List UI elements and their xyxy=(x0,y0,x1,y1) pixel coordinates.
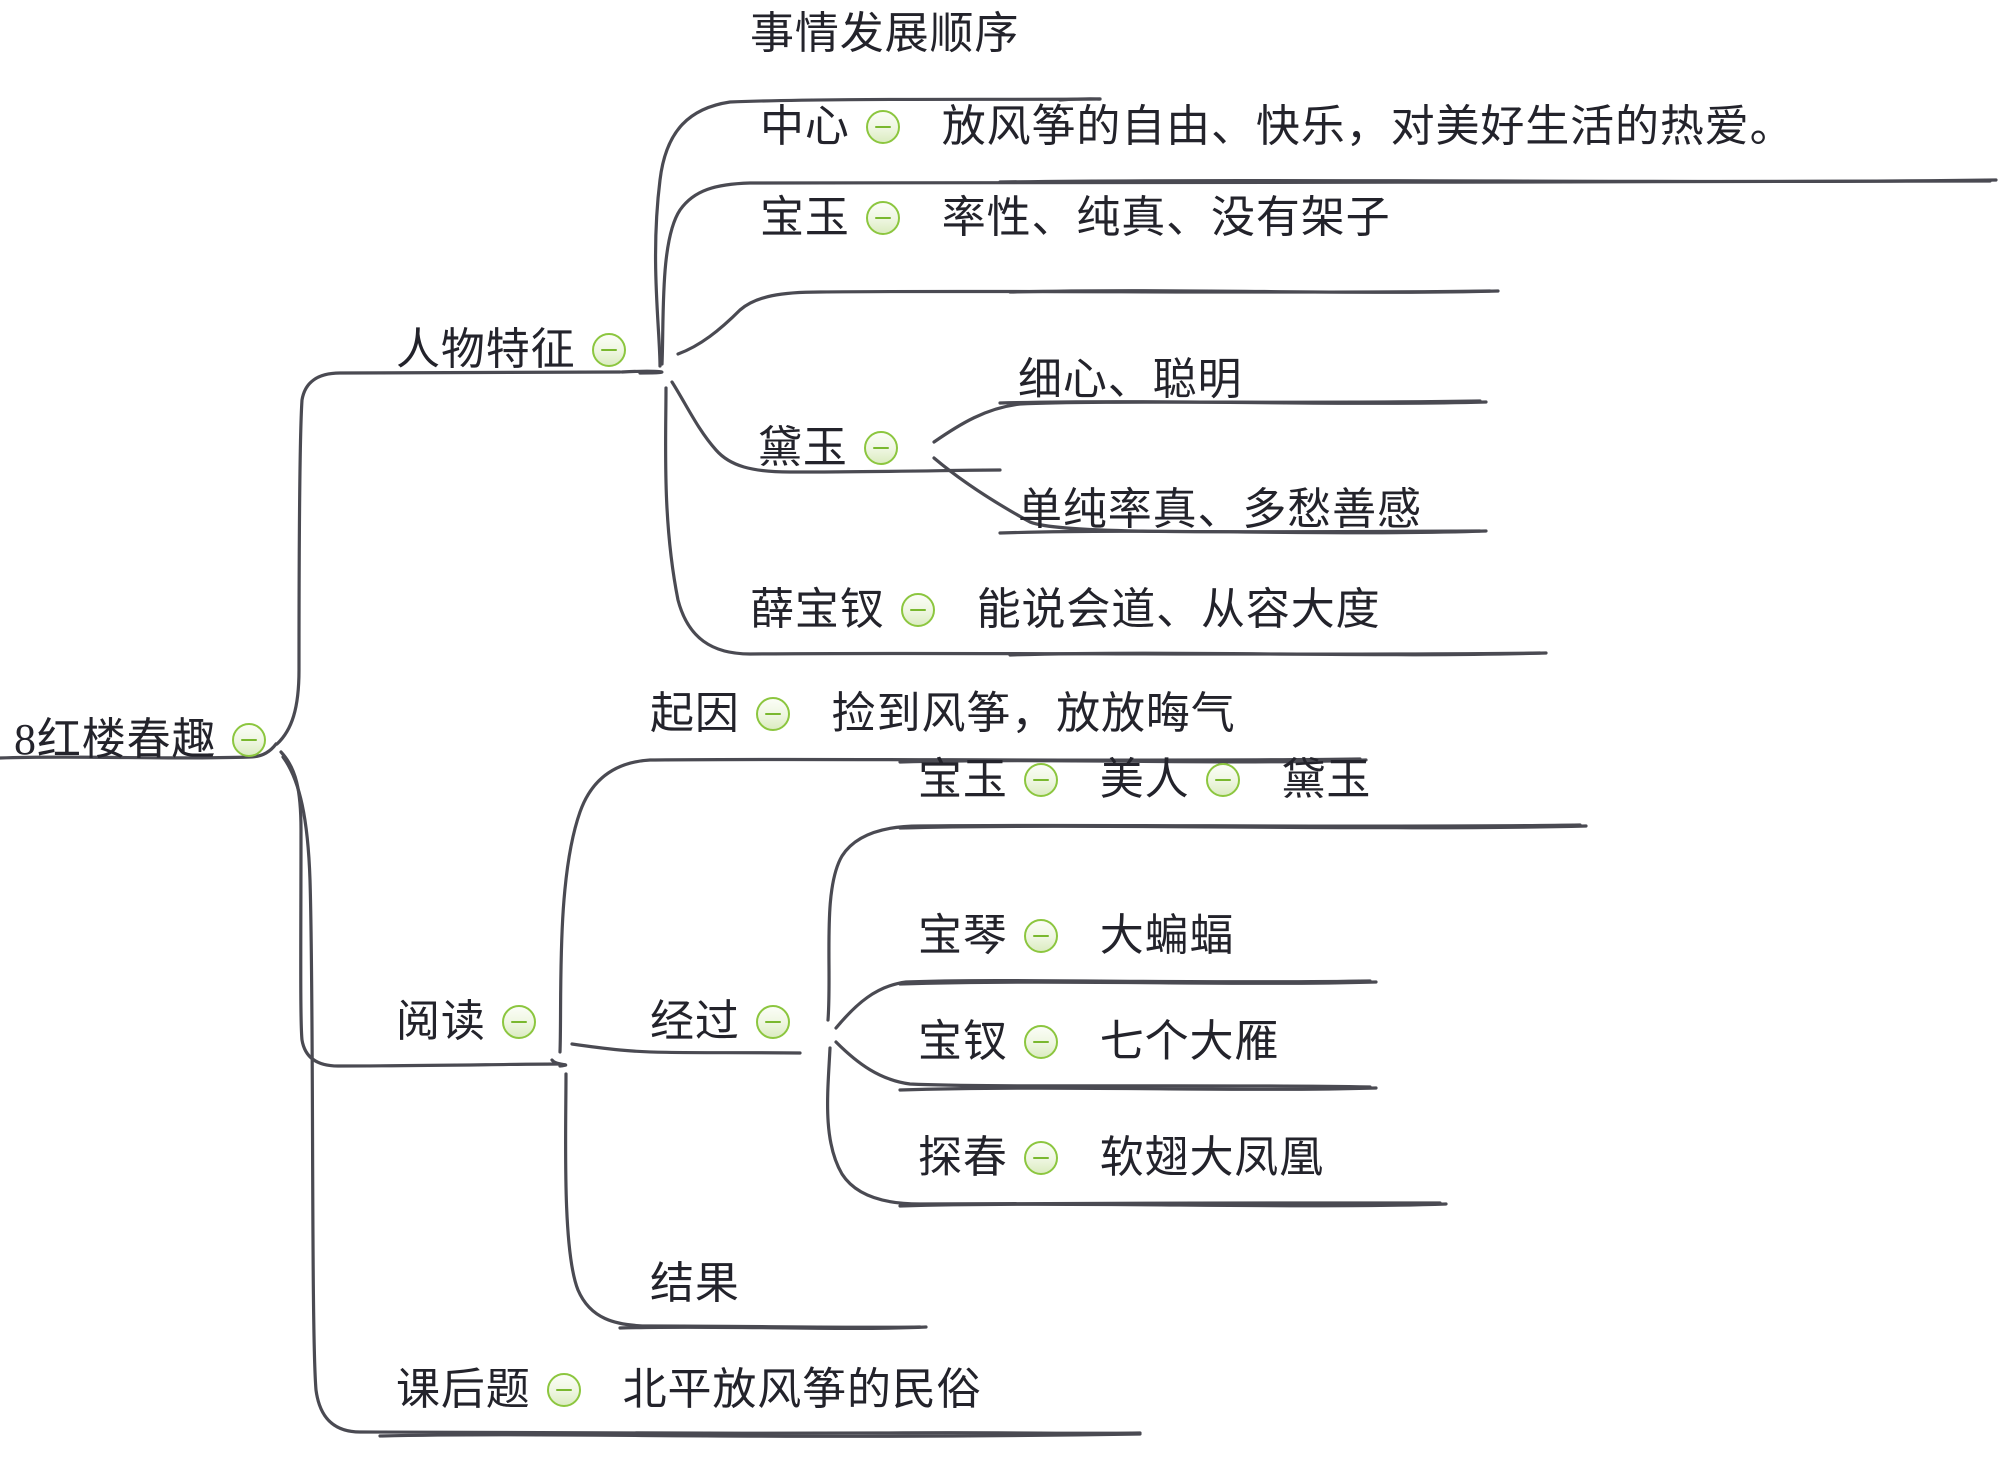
node-daiyu-desc2[interactable]: 单纯率真、多愁善感 xyxy=(1018,488,1422,532)
node-label: 单纯率真、多愁善感 xyxy=(1018,485,1422,534)
node-detail-label: 北平放风筝的民俗 xyxy=(622,1365,982,1414)
node-label: 宝钗 xyxy=(918,1017,1008,1066)
link-root-to-kehouti xyxy=(281,755,1142,1435)
node-label: 阅读 xyxy=(396,997,486,1046)
node-detail-label: 放风筝的自由、快乐，对美好生活的热爱。 xyxy=(941,102,1795,151)
collapse-toggle-icon[interactable] xyxy=(1023,1025,1058,1059)
node-detail-label: 能说会道、从容大度 xyxy=(976,585,1381,634)
collapse-toggle-icon[interactable] xyxy=(863,431,898,465)
node-label: 宝玉 xyxy=(760,193,850,242)
node-jieguo[interactable]: 结果 xyxy=(650,1262,740,1306)
root-label: 8红楼春趣 xyxy=(14,715,217,764)
node-shiqing-fazhan[interactable]: 事情发展顺序 xyxy=(750,12,1019,56)
node-qiyin[interactable]: 起因 捡到风筝，放放晦气 xyxy=(650,692,1236,736)
node-detail-label: 美人 xyxy=(1099,755,1190,804)
node-label: 结果 xyxy=(650,1259,740,1308)
link-kehouti-underline xyxy=(378,1432,1142,1438)
collapse-toggle-icon[interactable] xyxy=(1023,1141,1058,1175)
node-label: 起因 xyxy=(650,689,740,738)
node-baoyu[interactable]: 宝玉 率性、纯真、没有架子 xyxy=(760,196,1391,240)
node-daiyu[interactable]: 黛玉 xyxy=(758,426,914,470)
node-jingguo-baochai[interactable]: 宝钗 七个大雁 xyxy=(918,1020,1279,1064)
link-jieguo-underline xyxy=(618,1325,928,1331)
node-jingguo-baoyu[interactable]: 宝玉 美人 黛玉 xyxy=(918,758,1371,802)
node-label: 事情发展顺序 xyxy=(750,9,1020,58)
node-yuedu[interactable]: 阅读 xyxy=(396,1000,552,1044)
link-yuedu-to-jieguo xyxy=(563,1072,922,1329)
node-jingguo-tanchun[interactable]: 探春 软翅大凤凰 xyxy=(918,1136,1324,1180)
collapse-toggle-icon[interactable] xyxy=(1023,919,1058,953)
link-yuedu-underline xyxy=(550,1058,568,1068)
node-detail-label: 七个大雁 xyxy=(1099,1017,1280,1066)
node-label: 细心、聪明 xyxy=(1018,355,1243,404)
node-label: 探春 xyxy=(918,1133,1008,1182)
node-detail-label-2: 黛玉 xyxy=(1281,755,1372,804)
collapse-toggle-icon[interactable] xyxy=(755,1005,790,1039)
node-root[interactable]: 8红楼春趣 xyxy=(14,718,282,762)
link-zhongxin-underline xyxy=(998,178,1998,184)
link-jg-tanchun-underline xyxy=(898,1202,1448,1208)
node-jingguo-baoqin[interactable]: 宝琴 大蝙蝠 xyxy=(918,914,1234,958)
collapse-toggle-icon[interactable] xyxy=(546,1373,581,1407)
link-baoyu-underline xyxy=(1008,289,1500,294)
node-detail-label: 率性、纯真、没有架子 xyxy=(941,193,1391,242)
node-label: 宝玉 xyxy=(918,755,1008,804)
link-xuebaochai-underline xyxy=(1008,651,1548,657)
node-zhongxin[interactable]: 中心 放风筝的自由、快乐，对美好生活的热爱。 xyxy=(760,105,1794,149)
node-daiyu-desc1[interactable]: 细心、聪明 xyxy=(1018,358,1242,402)
collapse-toggle-icon[interactable] xyxy=(1205,763,1240,797)
node-label: 课后题 xyxy=(396,1365,531,1414)
node-detail-label: 捡到风筝，放放晦气 xyxy=(831,689,1236,738)
node-label: 薛宝钗 xyxy=(750,585,885,634)
node-label: 中心 xyxy=(760,102,850,151)
link-shiqing-underline xyxy=(1058,97,1102,102)
node-detail-label: 软翅大凤凰 xyxy=(1099,1133,1325,1182)
node-kehouti[interactable]: 课后题 北平放风筝的民俗 xyxy=(396,1368,982,1412)
link-jg-baochai-underline xyxy=(898,1086,1378,1092)
node-xuebaochai[interactable]: 薛宝钗 能说会道、从容大度 xyxy=(750,588,1381,632)
collapse-toggle-icon[interactable] xyxy=(501,1005,536,1039)
collapse-toggle-icon[interactable] xyxy=(865,201,900,235)
node-renwu-tezheng[interactable]: 人物特征 xyxy=(396,328,642,372)
node-label: 宝琴 xyxy=(918,911,1008,960)
node-label: 黛玉 xyxy=(758,423,848,472)
collapse-toggle-icon[interactable] xyxy=(1023,763,1058,797)
collapse-toggle-icon[interactable] xyxy=(865,110,900,144)
link-jg-baoyu-underline xyxy=(898,824,1588,830)
node-jingguo[interactable]: 经过 xyxy=(650,1000,806,1044)
link-jg-baoqin-underline xyxy=(898,980,1378,986)
link-daiyu-to-desc1 xyxy=(932,399,1482,444)
node-label: 人物特征 xyxy=(396,325,576,374)
collapse-toggle-icon[interactable] xyxy=(900,593,935,627)
collapse-toggle-icon[interactable] xyxy=(755,697,790,731)
node-label: 经过 xyxy=(650,997,740,1046)
link-renwu-to-baoyu xyxy=(676,289,1492,356)
link-root-to-renwu xyxy=(275,370,622,746)
collapse-toggle-icon[interactable] xyxy=(591,333,626,367)
collapse-toggle-icon[interactable] xyxy=(232,723,267,757)
node-detail-label: 大蝙蝠 xyxy=(1099,911,1235,960)
